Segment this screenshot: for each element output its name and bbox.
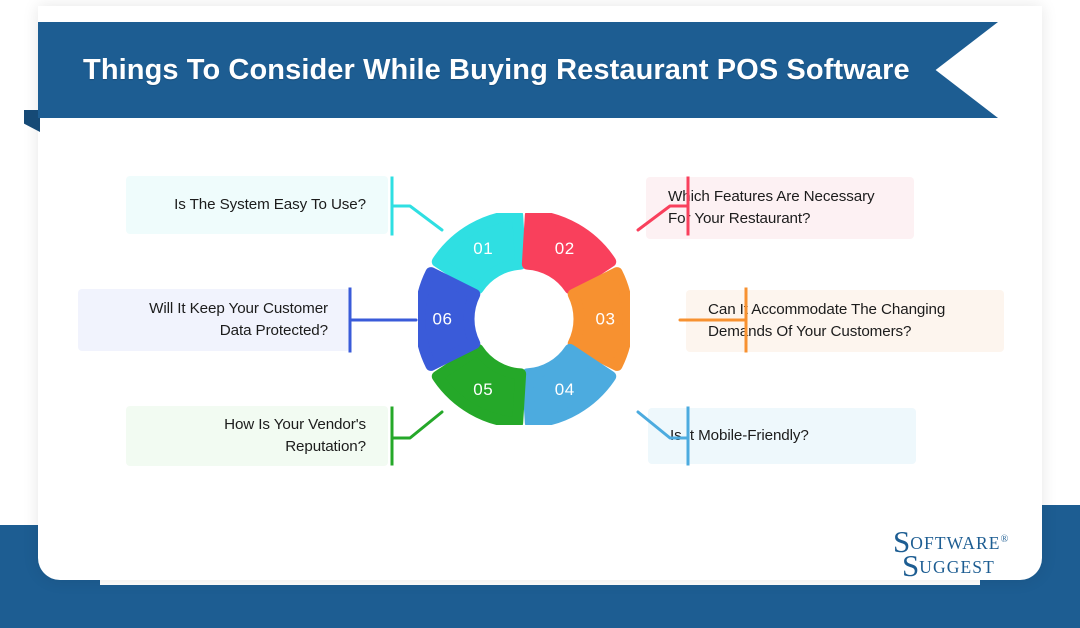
registered-trademark-icon: ® <box>1000 534 1009 545</box>
info-box-03-line2: Demands Of Your Customers? <box>708 323 912 340</box>
info-box-06[interactable]: Will It Keep Your Customer Data Protecte… <box>78 289 350 351</box>
donut-segment-05[interactable] <box>431 343 527 425</box>
info-box-02-line2: For Your Restaurant? <box>668 210 811 227</box>
ribbon-fold-decoration <box>24 110 40 132</box>
donut-segment-label-05: 05 <box>473 380 493 399</box>
donut-segment-label-01: 01 <box>473 239 493 258</box>
info-box-03-line1: Can It Accommodate The Changing <box>708 301 946 319</box>
brand-logo[interactable]: SOFTWARE® SUGGEST <box>893 526 1029 581</box>
info-box-04-text: Is It Mobile-Friendly? <box>670 425 809 447</box>
info-box-02-text: Which Features Are Necessary For Your Re… <box>668 186 875 229</box>
connector-line-06 <box>348 287 418 353</box>
donut-segment-label-03: 03 <box>595 310 615 329</box>
donut-segment-06[interactable] <box>418 267 481 371</box>
donut-segment-04[interactable] <box>521 343 617 425</box>
donut-segment-01[interactable] <box>431 213 527 295</box>
connector-line-05 <box>390 406 444 466</box>
info-box-05-text: How Is Your Vendor's Reputation? <box>224 414 366 457</box>
logo-oftware: OFTWARE <box>910 533 1001 553</box>
logo-word-suggest: SUGGEST <box>893 550 1029 581</box>
header-ribbon: Things To Consider While Buying Restaura… <box>24 14 998 134</box>
logo-s-cap-2: S <box>902 548 920 583</box>
info-box-01-line1: Is The System Easy To Use? <box>174 196 366 214</box>
page-title: Things To Consider While Buying Restaura… <box>83 53 910 86</box>
logo-word-software: SOFTWARE® <box>893 526 1029 557</box>
info-box-04-line1: Is It Mobile-Friendly? <box>670 427 809 445</box>
logo-uggest: UGGEST <box>919 557 995 577</box>
info-box-04[interactable]: Is It Mobile-Friendly? <box>648 408 916 464</box>
donut-chart: 01 02 03 04 05 06 <box>418 213 630 425</box>
connector-line-03 <box>678 287 748 353</box>
donut-segment-label-04: 04 <box>555 380 575 399</box>
ribbon-body: Things To Consider While Buying Restaura… <box>38 22 998 118</box>
info-box-03-text: Can It Accommodate The Changing Demands … <box>708 299 945 342</box>
info-box-01[interactable]: Is The System Easy To Use? <box>126 176 388 234</box>
info-box-06-line1: Will It Keep Your Customer <box>149 300 328 318</box>
donut-segment-02[interactable] <box>521 213 617 295</box>
corner-decoration-bottom-left-bar <box>0 585 700 628</box>
connector-line-04 <box>636 406 690 466</box>
info-box-05[interactable]: How Is Your Vendor's Reputation? <box>126 406 388 466</box>
logo-s-cap-1: S <box>893 524 911 559</box>
connector-line-01 <box>390 176 444 236</box>
info-box-02[interactable]: Which Features Are Necessary For Your Re… <box>646 177 914 239</box>
donut-segment-label-06: 06 <box>432 310 452 329</box>
donut-segment-label-02: 02 <box>555 239 575 258</box>
info-box-02-line1: Which Features Are Necessary <box>668 188 875 206</box>
info-box-05-line2: Reputation? <box>285 438 366 455</box>
info-box-06-line2: Data Protected? <box>219 322 328 339</box>
info-box-01-text: Is The System Easy To Use? <box>174 194 366 216</box>
donut-segment-03[interactable] <box>567 267 630 371</box>
info-box-05-line1: How Is Your Vendor's <box>224 416 366 434</box>
connector-line-02 <box>636 176 690 236</box>
info-box-06-text: Will It Keep Your Customer Data Protecte… <box>149 298 328 341</box>
